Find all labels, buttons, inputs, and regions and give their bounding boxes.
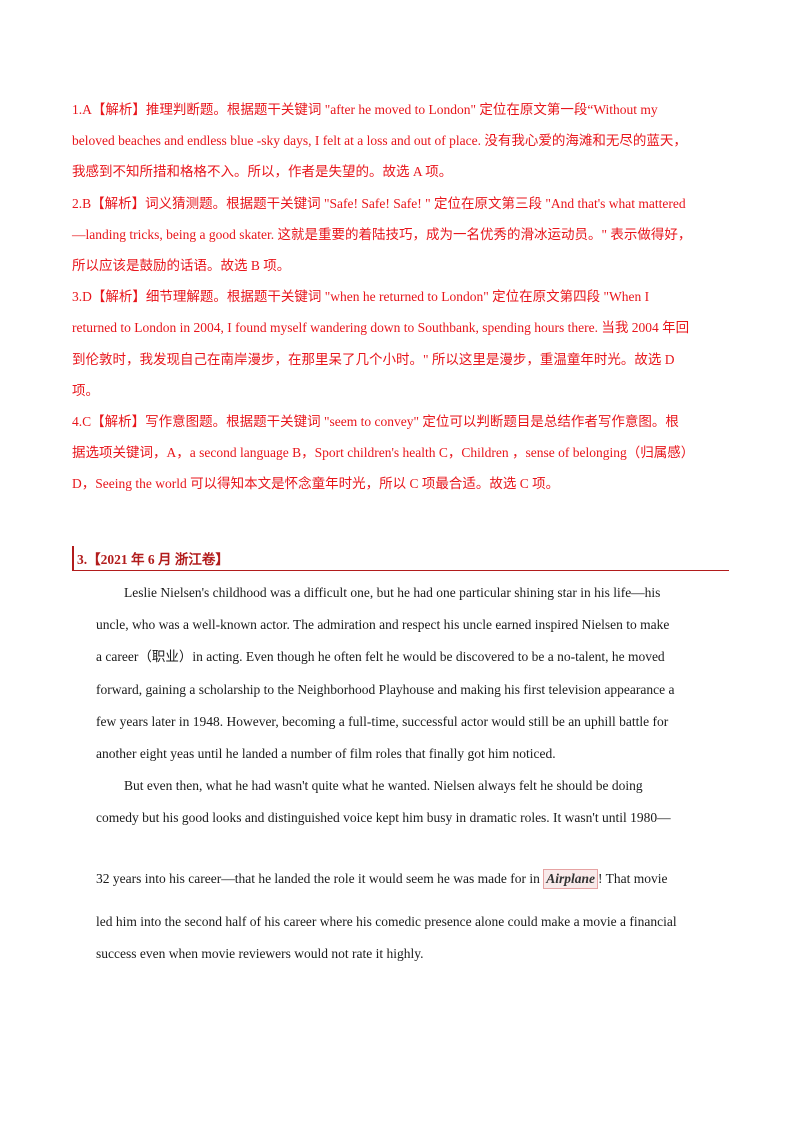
answer-line: —landing tricks, being a good skater. 这就… bbox=[72, 226, 692, 242]
answer-line: 到伦敦时，我发现自己在南岸漫步，在那里呆了几个小时。" 所以这里是漫步，重温童年… bbox=[72, 351, 675, 367]
answer-line: D，Seeing the world 可以得知本文是怀念童年时光，所以 C 项最… bbox=[72, 476, 560, 492]
passage-line: But even then, what he had wasn't quite … bbox=[124, 778, 643, 794]
answer-line: 据选项关键词，A，a second language B，Sport child… bbox=[72, 445, 695, 461]
passage-line: led him into the second half of his care… bbox=[96, 913, 677, 929]
passage-line: Leslie Nielsen's childhood was a difficu… bbox=[124, 585, 661, 600]
passage-line: forward, gaining a scholarship to the Ne… bbox=[96, 681, 675, 697]
answer-line: beloved beaches and endless blue -sky da… bbox=[72, 133, 687, 149]
answer-line: 项。 bbox=[72, 382, 99, 398]
answer-explanations: 1.A【解析】推理判断题。根据题干关键词 "after he moved to … bbox=[72, 94, 732, 500]
movie-title-highlight: Airplane bbox=[543, 868, 598, 889]
answer-line: 所以应该是鼓励的话语。故选 B 项。 bbox=[72, 258, 291, 274]
section-title: 3.【2021 年 6 月 浙江卷】 bbox=[77, 552, 229, 567]
answer-line: 3.D【解析】细节理解题。根据题干关键词 "when he returned t… bbox=[72, 289, 650, 305]
answer-line: 4.C【解析】写作意图题。根据题干关键词 "seem to convey" 定位… bbox=[72, 414, 679, 430]
passage-line: 32 years into his career—that he landed … bbox=[96, 863, 708, 895]
passage-line: success even when movie reviewers would … bbox=[96, 946, 424, 962]
answer-line: 我感到不知所措和格格不入。所以，作者是失望的。故选 A 项。 bbox=[72, 164, 453, 180]
reading-passage: Leslie Nielsen's childhood was a difficu… bbox=[96, 577, 708, 970]
passage-line: another eight yeas until he landed a num… bbox=[96, 746, 556, 762]
section-heading: 3.【2021 年 6 月 浙江卷】 bbox=[72, 546, 729, 571]
passage-line: comedy but his good looks and distinguis… bbox=[96, 810, 671, 826]
answer-line: 1.A【解析】推理判断题。根据题干关键词 "after he moved to … bbox=[72, 102, 658, 117]
passage-line: a career（职业）in acting. Even though he of… bbox=[96, 649, 665, 665]
answer-line: returned to London in 2004, I found myse… bbox=[72, 320, 690, 336]
answer-line: 2.B【解析】词义猜测题。根据题干关键词 "Safe! Safe! Safe! … bbox=[72, 195, 686, 211]
passage-line: few years later in 1948. However, becomi… bbox=[96, 713, 669, 729]
passage-line: uncle, who was a well-known actor. The a… bbox=[96, 617, 670, 633]
